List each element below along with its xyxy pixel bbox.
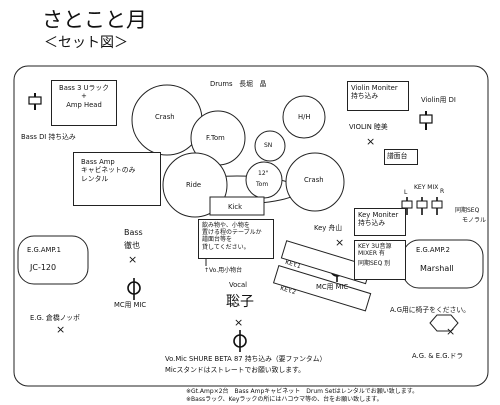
snare-label: SN	[264, 142, 273, 149]
vocal-mic-line: Vo.Mic SHURE BETA 87 持ち込み（要ファンタム）	[165, 355, 327, 363]
bass-position-mark: ×	[128, 253, 138, 266]
vocal-name: 聡子	[226, 294, 254, 310]
drink-table-line1: 飲み物や、小物を	[202, 222, 250, 229]
key2-stand	[272, 264, 372, 312]
drink-table-line3: 譜面台等を	[202, 236, 233, 244]
bass-rack-speaker-icon	[28, 93, 42, 110]
eg-amp2-model: Marshall	[420, 264, 454, 273]
eg-amp1-title: E.G.AMP.1	[27, 246, 61, 254]
violin-music-stand-label: 譜面台	[387, 152, 408, 160]
ride-label: Ride	[186, 181, 202, 189]
vocal-mic-stand-icon	[233, 330, 247, 352]
drink-table-note: ↑Vo.用小物台	[204, 267, 243, 274]
bass-amp-line2: キャビネットのみ	[81, 166, 136, 175]
tom12-size-label: 12"	[258, 170, 269, 177]
footer-note-1: ※Gt.Amp×2台 Bass Ampキャビネット Drum Setはレンタルで…	[186, 388, 419, 395]
page-subtitle: ＜セット図＞	[44, 35, 128, 51]
key-moniter-line2: 持ち込み	[358, 219, 386, 228]
eg-amp2-title: E.G.AMP.2	[416, 246, 450, 254]
bass-rack-line3: Amp Head	[66, 100, 102, 109]
drums-header: Drums 長堀 晶	[210, 80, 267, 88]
kick-drum	[209, 196, 265, 216]
stage-outline	[13, 65, 489, 387]
bass-mic-stand-icon	[127, 278, 141, 300]
eg-left-label: E.G. 倉橋ノッポ	[30, 314, 80, 322]
tom12	[245, 161, 283, 199]
key-mix-label: KEY MIX	[414, 184, 439, 191]
vocal-position-mark: ×	[234, 316, 244, 329]
bass-rack-box: Bass 3 Uラック + Amp Head	[51, 80, 117, 126]
drink-table-box: 飲み物や、小物を 置ける程のテーブルか 譜面台等を 貸してください。	[198, 219, 274, 259]
snare	[254, 130, 286, 162]
violin-moniter-line1: Violin Moniter	[351, 84, 398, 92]
eg-amp1-shape	[17, 235, 89, 285]
key-mix-r-label: R	[440, 188, 445, 195]
vocal-stand-line: Micスタンドはストレートでお願い致します。	[165, 366, 305, 374]
violin-di-speaker-icon	[419, 111, 433, 130]
footer-note-2: ※Bassラック、Keyラックの所にはハコウマ等の、台をお願い致します。	[186, 396, 383, 403]
crash-left-label: Crash	[155, 113, 175, 121]
bass-name: 徹也	[124, 241, 140, 250]
sync-seq-line2: モノラル	[462, 217, 487, 224]
ag-eg-label: A.G. & E.G.ドラ	[412, 352, 464, 360]
key-mix-speaker-icons	[401, 197, 443, 215]
key-mixer-line3: 同期SEQ 別	[358, 260, 391, 268]
violin-music-stand: 譜面台	[384, 149, 418, 165]
tom12-label: Tom	[256, 181, 269, 188]
vocal-label: Vocal	[229, 281, 248, 289]
ag-chair-label: A.G用に椅子をください。	[390, 306, 470, 314]
violin-moniter-box: Violin Moniter 持ち込み	[347, 81, 409, 111]
bass-amp-line3: レンタル	[81, 174, 109, 183]
key-mix-l-label: L	[404, 189, 408, 196]
eg-left-position-mark: ×	[56, 323, 66, 336]
crash-right-cymbal	[285, 152, 345, 212]
key-position-mark: ×	[335, 236, 345, 249]
eg-amp1-model: JC-120	[30, 263, 57, 272]
key-mic-label: MC用 MIC	[316, 283, 349, 291]
drink-table-line4: 貸してください。	[202, 243, 250, 251]
drink-table-line2: 置ける程のテーブルか	[202, 229, 262, 237]
bass-label: Bass	[124, 228, 143, 237]
key-player-label: Key 舟山	[314, 224, 343, 232]
key-moniter-box: Key Moniter 持ち込み	[354, 208, 406, 236]
bass-rack-line1: Bass 3 Uラック	[59, 84, 109, 92]
key-mixer-line2: MIXER 有	[358, 250, 385, 258]
ag-hexagon	[429, 314, 459, 332]
floor-tom-label: F.Tom	[206, 134, 225, 142]
page-title: さとこと月	[42, 8, 147, 32]
bass-di-label: Bass DI 持ち込み	[21, 133, 76, 141]
bass-mic-label: MC用 MIC	[114, 301, 147, 309]
violin-position-mark: ×	[366, 135, 376, 148]
crash-right-label: Crash	[304, 176, 324, 184]
ag-chair-position-mark: ×	[446, 325, 456, 338]
violin-moniter-line2: 持ち込み	[351, 92, 379, 101]
bass-rack-line2: +	[81, 92, 87, 101]
bass-amp-line1: Bass Amp	[81, 158, 115, 166]
bass-amp-box: Bass Amp キャビネットのみ レンタル	[73, 152, 161, 206]
violin-player-label: VIOLIN 睦美	[349, 123, 388, 131]
sync-seq-line1: 同期SEQ	[455, 207, 480, 214]
hihat-label: H/H	[298, 113, 311, 121]
key-mixer-line1: KEY 3U音源	[358, 243, 392, 250]
key-moniter-line1: Key Moniter	[358, 211, 399, 219]
hihat	[282, 95, 326, 139]
key-mixer-box: KEY 3U音源 MIXER 有 同期SEQ 別	[354, 240, 406, 280]
kick-label: Kick	[228, 203, 243, 211]
violin-di-label: Violin用 DI	[421, 96, 456, 104]
